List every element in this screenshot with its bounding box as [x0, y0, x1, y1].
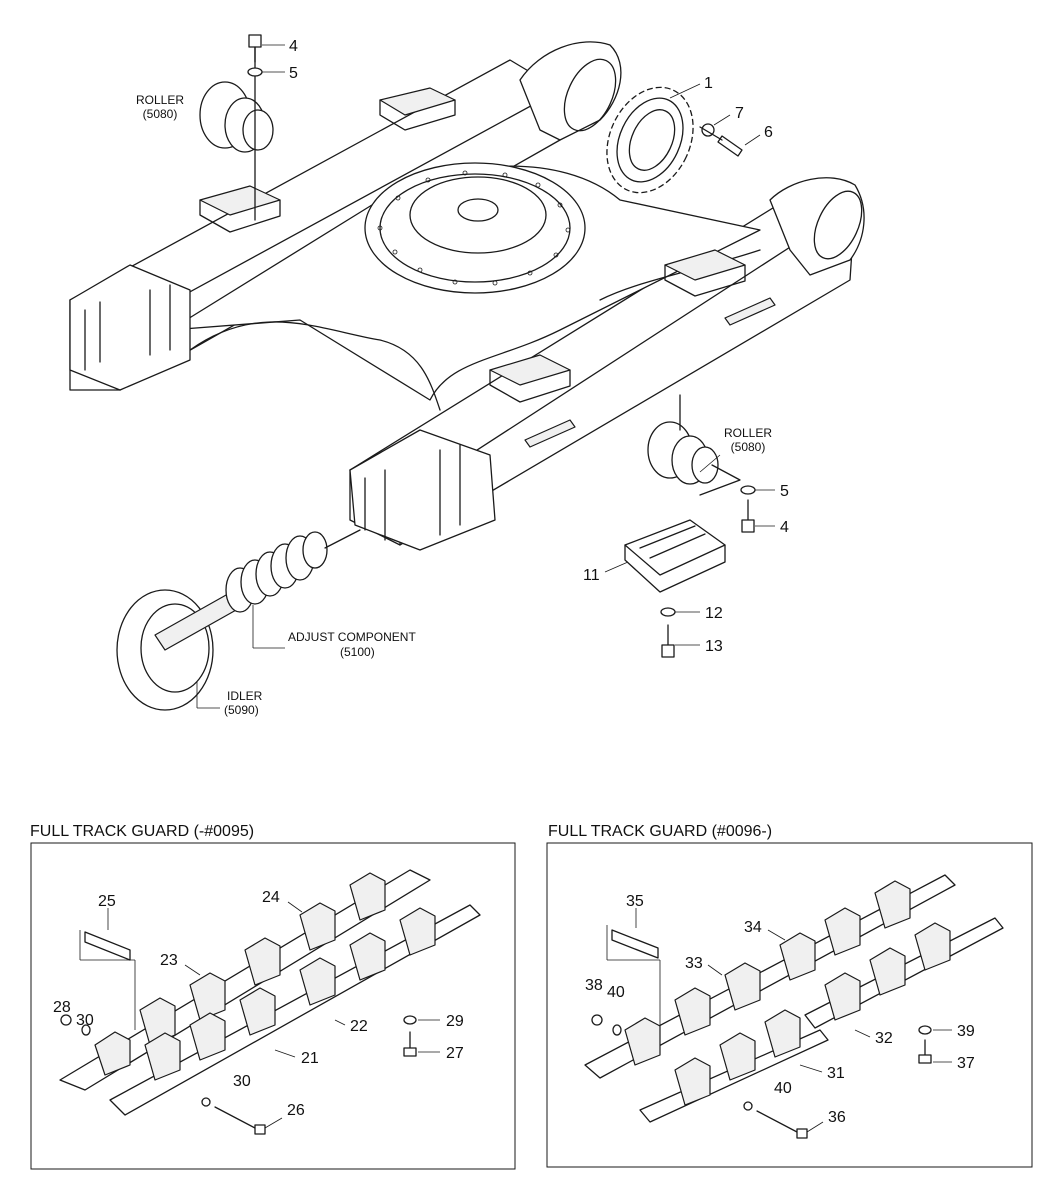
bolt-4-washer-5-lower [740, 485, 756, 533]
guard-left-callout-24: 24 [262, 889, 280, 906]
bolt-4-washer-5-top [247, 34, 263, 77]
top-roller-drawing [199, 44, 274, 221]
guard-left-title: FULL TRACK GUARD (-#0095) [30, 823, 254, 840]
guard-left-callout-23: 23 [160, 952, 178, 969]
sprocket-drawing [606, 86, 694, 194]
guard-left-callout-21: 21 [301, 1050, 319, 1067]
guard-left-drawing [59, 869, 481, 1135]
guard-left-callout-22: 22 [350, 1018, 368, 1035]
guard-left-callout-26: 26 [287, 1102, 305, 1119]
callout-13: 13 [705, 638, 723, 655]
guard-right-callout-40b: 40 [774, 1080, 792, 1097]
callout-11: 11 [583, 567, 600, 584]
guard-right-callout-36: 36 [828, 1109, 846, 1126]
callout-4-top: 4 [289, 38, 298, 55]
guard-right-callout-39: 39 [957, 1023, 975, 1040]
guard-right-callout-38: 38 [585, 977, 603, 994]
label-roller-right-code: (5080) [731, 440, 766, 454]
bearing-bolt-holes [377, 170, 571, 286]
guard-left-callout-27: 27 [446, 1045, 464, 1062]
callout-5-lower: 5 [780, 483, 789, 500]
guard-right-callout-31: 31 [827, 1065, 845, 1082]
lower-roller-drawing [647, 394, 741, 496]
callout-12: 12 [705, 605, 723, 622]
guard-left-callout-30b: 30 [233, 1073, 251, 1090]
callout-1: 1 [704, 75, 713, 92]
track-guide-11-drawing [624, 519, 726, 658]
leader-lines [196, 44, 775, 709]
guard-left-callout-29: 29 [446, 1013, 464, 1030]
guard-right-frame [546, 842, 1033, 1168]
guard-right-callout-37: 37 [957, 1055, 975, 1072]
guard-right-callout-34: 34 [744, 919, 762, 936]
guard-right-callout-32: 32 [875, 1030, 893, 1047]
guard-left-callout-30a: 30 [76, 1012, 94, 1029]
label-roller-top-code: (5080) [143, 107, 178, 121]
label-idler-code: (5090) [224, 703, 259, 717]
guard-right-callout-33: 33 [685, 955, 703, 972]
guard-right-callout-35: 35 [626, 893, 644, 910]
label-roller-right: ROLLER [724, 426, 772, 440]
callout-5-top: 5 [289, 65, 298, 82]
label-idler: IDLER [227, 689, 263, 703]
guard-left-callout-28: 28 [53, 999, 71, 1016]
bolt-6-washer-7 [699, 123, 743, 157]
guard-left-callout-25: 25 [98, 893, 116, 910]
track-frame-drawing [69, 41, 865, 551]
idler-adjuster-drawing [116, 529, 361, 711]
callout-7: 7 [735, 105, 744, 122]
callout-6: 6 [764, 124, 773, 141]
guard-left-frame [30, 842, 516, 1170]
label-roller-top: ROLLER [136, 93, 184, 107]
label-adjust-code: (5100) [340, 645, 375, 659]
label-adjust-component: ADJUST COMPONENT [288, 630, 416, 644]
adjuster-spring [225, 531, 328, 613]
callout-4-lower: 4 [780, 519, 789, 536]
guard-right-title: FULL TRACK GUARD (#0096-) [548, 823, 772, 840]
guard-right-callout-40a: 40 [607, 984, 625, 1001]
guard-right-drawing [584, 874, 1004, 1139]
